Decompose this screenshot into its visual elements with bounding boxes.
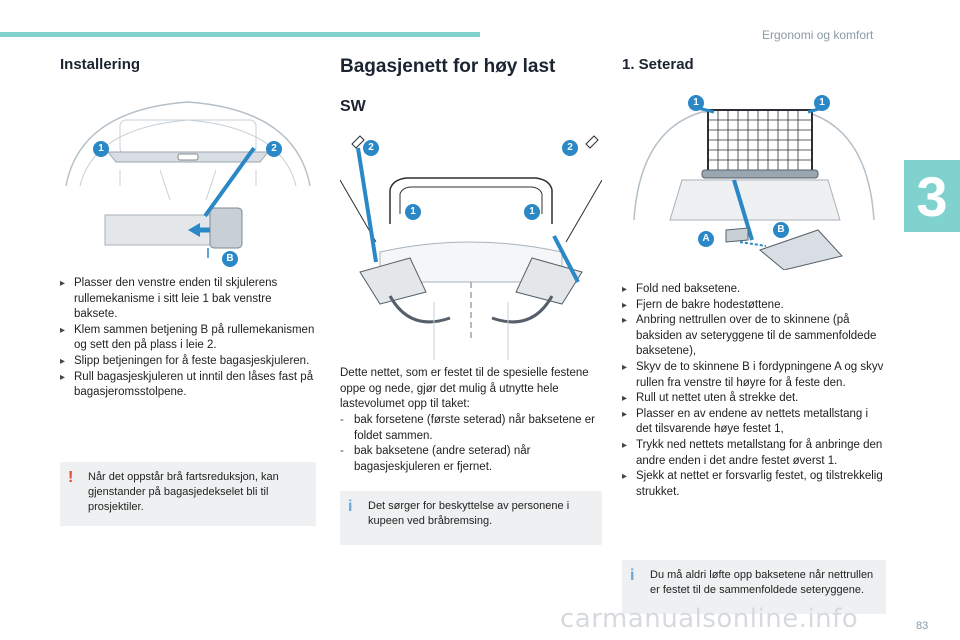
step-item: Anbring nettrullen over de to skinnene (… <box>622 313 886 360</box>
warning-note: ! Når det oppstår brå fartsreduksjon, ka… <box>60 462 316 526</box>
step-item: Plasser en av endene av nettets metallst… <box>622 407 886 438</box>
step-item: Rull bagasjeskjuleren ut inntil den låse… <box>60 370 318 401</box>
seterad-heading: 1. Seterad <box>622 56 694 73</box>
usage-item: bak baksetene (andre seterad) når bagasj… <box>340 444 602 475</box>
callout-right-1a: 1 <box>688 95 704 111</box>
installering-heading: Installering <box>60 56 141 73</box>
step-item: Plasser den venstre enden til skjulerens… <box>60 276 318 323</box>
info-text: Du må aldri løfte opp baksetene når nett… <box>650 569 874 596</box>
usage-item: bak forsetene (første seterad) når bakse… <box>340 413 602 444</box>
step-item: Rull ut nettet uten å strekke det. <box>622 391 886 407</box>
info-note-seats: i Du må aldri løfte opp baksetene når ne… <box>622 560 886 614</box>
step-item: Klem sammen betjening B på rullemekanism… <box>60 323 318 354</box>
info-icon: i <box>348 498 353 515</box>
callout-mid-1b: 1 <box>524 204 540 220</box>
callout-left-b: B <box>222 251 238 267</box>
step-item: Fjern de bakre hodestøttene. <box>622 298 886 314</box>
info-text: Det sørger for beskyttelse av personene … <box>368 500 570 527</box>
bagasjenett-heading: Bagasjenett for høy last <box>340 56 556 77</box>
seterad-steps: Fold ned baksetene. Fjern de bakre hodes… <box>622 282 886 500</box>
watermark: carmanualsonline.info <box>560 604 859 634</box>
page-number: 83 <box>916 620 929 632</box>
step-item: Trykk ned nettets metallstang for å anbr… <box>622 438 886 469</box>
step-item: Fold ned baksetene. <box>622 282 886 298</box>
section-title: Ergonomi og komfort <box>762 28 874 42</box>
step-item: Sjekk at nettet er forsvarlig festet, og… <box>622 469 886 500</box>
sw-subheading: SW <box>340 98 366 115</box>
callout-mid-2b: 2 <box>562 140 578 156</box>
top-accent-bar <box>0 32 480 37</box>
callout-right-1b: 1 <box>814 95 830 111</box>
info-icon: i <box>630 567 635 584</box>
net-intro: Dette nettet, som er festet til de spesi… <box>340 367 589 411</box>
warning-text: Når det oppstår brå fartsreduksjon, kan … <box>88 471 279 513</box>
net-row1-illustration <box>633 106 875 270</box>
net-sw-illustration <box>340 135 602 360</box>
step-item: Slipp betjeningen for å feste bagasjeskj… <box>60 354 318 370</box>
callout-left-1: 1 <box>93 141 109 157</box>
info-note-protection: i Det sørger for beskyttelse av personen… <box>340 491 602 545</box>
step-item: Skyv de to skinnene B i fordypningene A … <box>622 360 886 391</box>
callout-right-b: B <box>773 222 789 238</box>
trunk-cover-illustration <box>65 101 311 258</box>
net-usage-list: bak forsetene (første seterad) når bakse… <box>340 413 602 475</box>
installering-steps: Plasser den venstre enden til skjulerens… <box>60 276 318 401</box>
callout-left-2: 2 <box>266 141 282 157</box>
callout-mid-1a: 1 <box>405 204 421 220</box>
callout-mid-2a: 2 <box>363 140 379 156</box>
chapter-tab: 3 <box>904 160 960 232</box>
callout-right-a: A <box>698 231 714 247</box>
warning-icon: ! <box>68 469 74 486</box>
